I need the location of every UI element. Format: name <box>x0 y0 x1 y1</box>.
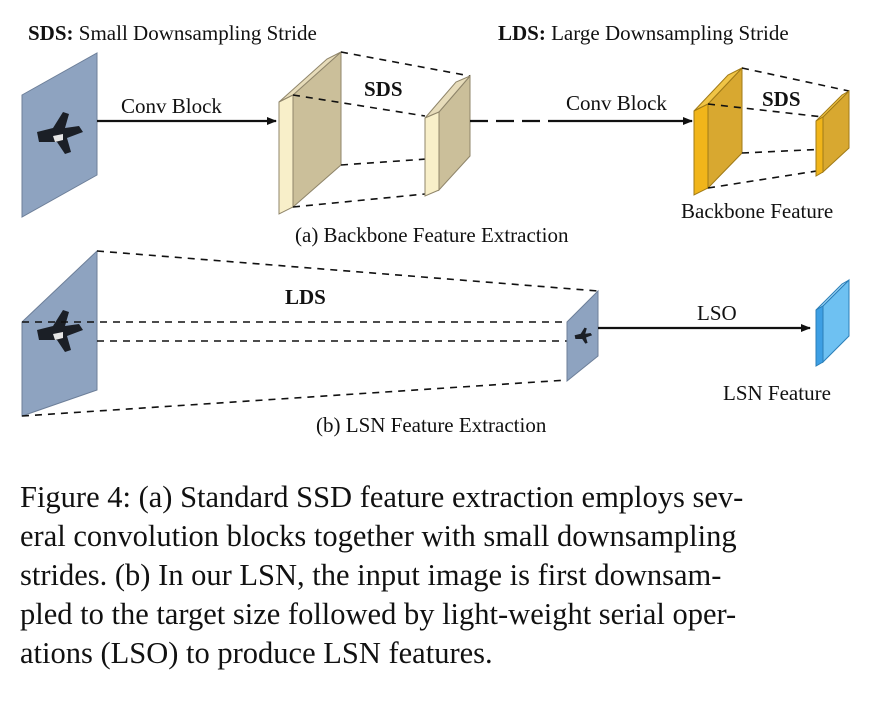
sds-projection-lines-2 <box>707 67 850 189</box>
airplane-icon <box>574 327 593 344</box>
caption-line: ations (LSO) to produce LSN features. <box>20 636 493 670</box>
legend-sds: SDS: Small Downsampling Stride <box>28 21 317 45</box>
input-image-a <box>21 52 98 218</box>
backbone-block-large <box>693 66 743 196</box>
panel-b-subtitle: (b) LSN Feature Extraction <box>316 413 547 437</box>
lso-label: LSO <box>697 301 737 325</box>
caption-line: Figure 4: (a) Standard SSD feature extra… <box>20 480 744 514</box>
conv-block-label-2: Conv Block <box>566 91 667 115</box>
input-image-b <box>21 249 98 417</box>
sds-label-2: SDS <box>762 87 801 111</box>
conv-block-label-1: Conv Block <box>121 94 222 118</box>
lds-label: LDS <box>285 285 326 309</box>
feature-extraction-diagram: SDS: Small Downsampling Stride LDS: Larg… <box>21 21 850 437</box>
airplane-icon <box>37 112 83 154</box>
downsampled-image <box>566 289 599 383</box>
sds-label-1: SDS <box>364 77 403 101</box>
lds-projection-lines <box>21 250 599 417</box>
feature-block-1 <box>278 50 342 215</box>
backbone-feature-label: Backbone Feature <box>681 199 833 223</box>
panel-a-subtitle: (a) Backbone Feature Extraction <box>295 223 569 247</box>
feature-block-2 <box>424 74 471 197</box>
lsn-feature-block <box>815 278 850 367</box>
backbone-feature-block <box>815 89 850 177</box>
airplane-icon <box>37 310 83 352</box>
caption-line: pled to the target size followed by ligh… <box>20 597 737 631</box>
lsn-feature-label: LSN Feature <box>723 381 831 405</box>
figure-caption: Figure 4: (a) Standard SSD feature extra… <box>20 478 860 673</box>
caption-line: eral convolution blocks together with sm… <box>20 519 737 553</box>
caption-line: strides. (b) In our LSN, the input image… <box>20 558 722 592</box>
legend-lds: LDS: Large Downsampling Stride <box>498 21 789 45</box>
